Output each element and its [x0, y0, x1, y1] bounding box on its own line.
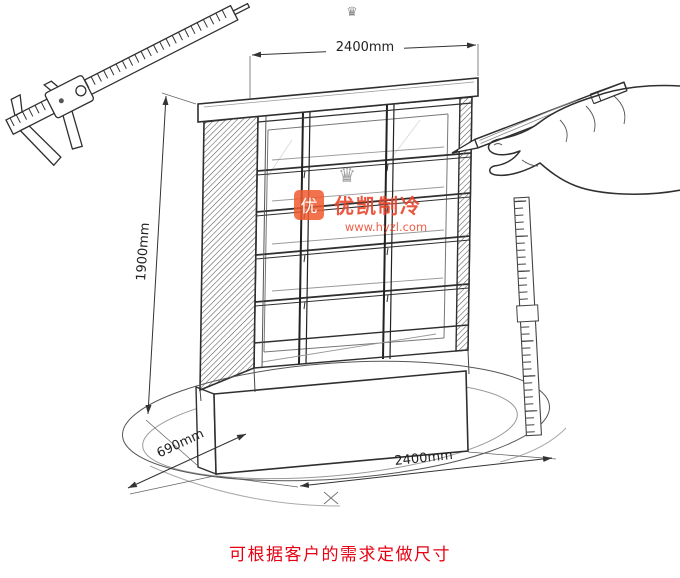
watermark-logo [294, 190, 324, 220]
dimension-label-bottom-width: 2400mm [394, 448, 454, 469]
watermark-brand: 优凯制冷 [334, 194, 422, 218]
custom-size-note: 可根据客户的需求定做尺寸 [229, 545, 451, 565]
display-cabinet-sketch [197, 77, 479, 402]
crown-icon: ♛ [346, 5, 358, 20]
crown-icon: ♛ [338, 163, 356, 187]
vernier-caliper-sketch [5, 2, 251, 167]
dimension-label-height: 1900mm [134, 222, 153, 281]
dimension-label-top-width: 2400mm [336, 40, 394, 55]
hand-sketch [487, 84, 680, 195]
dimension-bottom-width: 2400mm [215, 448, 557, 488]
watermark-url: www.hyzl.com [345, 220, 427, 234]
dimension-top-width: 2400mm [249, 38, 479, 98]
ruler-sketch [513, 196, 543, 437]
watermark-logo-char: 优 [301, 197, 318, 217]
pencil-tip-sketch [451, 81, 628, 154]
dimension-height: 1900mm [134, 92, 199, 467]
watermark: ♛ 优 优凯制冷 www.hyzl.com [294, 163, 427, 234]
